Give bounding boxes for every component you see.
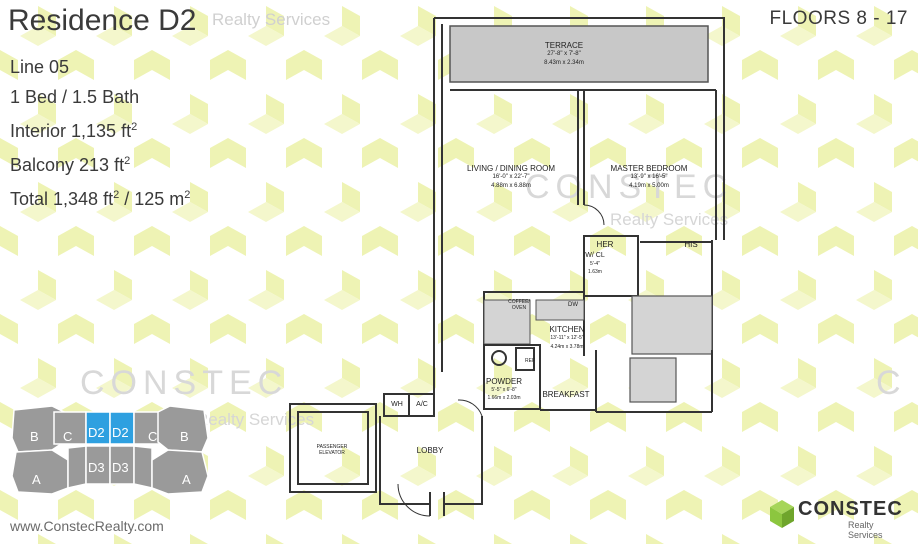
spec-line: Line 05 [10, 57, 70, 77]
unit-specs: Line 05 1 Bed / 1.5 Bath Interior 1,135 … [10, 52, 190, 214]
label-dishwasher: DW [568, 302, 578, 308]
key-unit-d3-left: D3 [88, 460, 105, 475]
key-unit-d2-left: D2 [88, 425, 105, 440]
watermark-brand-center: CONSTEC [525, 168, 734, 206]
room-kitchen: KITCHEN 13'-11" x 12'-5" 4.24m x 3.78m [549, 325, 585, 350]
spec-total: Total 1,348 ft2 / 125 m2 [10, 189, 191, 209]
label-water-heater: WH [391, 401, 403, 408]
floors-range: FLOORS 8 - 17 [769, 8, 908, 29]
label-passenger-elevator: PASSENGER ELEVATOR [316, 444, 348, 456]
unit-title: Residence D2 [8, 4, 197, 37]
key-unit-c-left: C [63, 429, 73, 444]
room-breakfast: BREAKFAST [542, 390, 590, 399]
label-coffee-oven: COFFEE/ OVEN [508, 299, 530, 311]
label-her: HER [596, 240, 614, 249]
watermark-brand-left: CONSTEC [80, 364, 289, 402]
key-unit-a-left: A [32, 472, 41, 487]
label-refrigerator: REF [525, 358, 535, 364]
key-unit-b-right: B [180, 429, 189, 444]
logo-tagline: Realty Services [848, 520, 883, 540]
room-walk-in-closet: W/ CL 5'-4" 1.63m [585, 252, 605, 275]
watermark-tagline-left: Realty Services [196, 410, 315, 429]
key-unit-c-right: C [148, 429, 158, 444]
website-link[interactable]: www.ConstecRealty.com [10, 518, 164, 534]
label-his: HIS [684, 240, 698, 249]
room-master-bedroom: MASTER BEDROOM 13'-9" x 16'-5" 4.19m x 5… [610, 164, 688, 189]
room-lobby: LOBBY [416, 446, 444, 455]
spec-balcony: Balcony 213 ft2 [10, 155, 131, 175]
key-unit-a-right: A [182, 472, 191, 487]
constec-cube-icon [770, 500, 794, 528]
room-powder: POWDER 5'-5" x 6'-8" 1.66m x 2.03m [486, 377, 522, 402]
key-plan-shape [11, 405, 209, 495]
spec-interior: Interior 1,135 ft2 [10, 121, 138, 141]
key-unit-d2-right: D2 [112, 425, 129, 440]
logo-name: CONSTEC [798, 498, 903, 520]
room-living-dining: LIVING / DINING ROOM 16'-0" x 22'-7" 4.8… [466, 164, 555, 189]
constec-logo: CONSTEC Realty Services [768, 496, 908, 540]
label-air-conditioner: A/C [416, 401, 428, 408]
room-terrace: TERRACE 27'-8" x 7'-8" 8.43m x 2.34m [544, 41, 584, 66]
spec-beds-baths: 1 Bed / 1.5 Bath [10, 87, 140, 107]
watermark-tagline-top: Realty Services [212, 10, 331, 29]
key-plan: B C D2 D2 C B A D3 D3 A [8, 398, 209, 498]
watermark-brand-right: C [876, 364, 907, 402]
watermark-tagline-center: Realty Services [610, 210, 729, 229]
key-unit-d3-right: D3 [112, 460, 129, 475]
key-unit-b-left: B [30, 429, 39, 444]
